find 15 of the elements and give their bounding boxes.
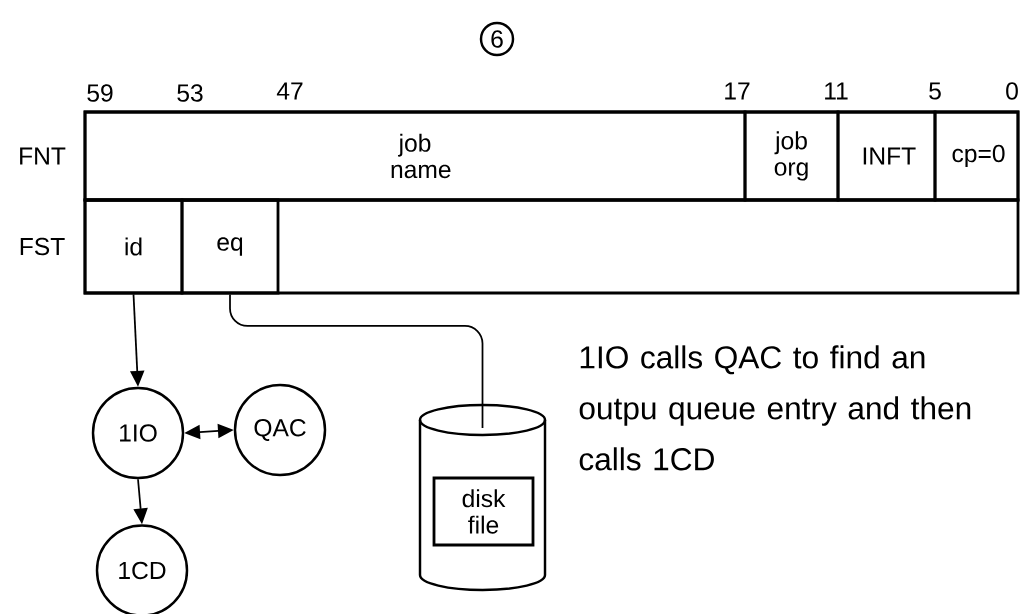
table-cell: job org bbox=[743, 110, 840, 202]
bit-number: 5 bbox=[929, 82, 941, 100]
bit-number: 17 bbox=[725, 82, 750, 100]
table-cell: id bbox=[83, 198, 184, 295]
bit-number: 11 bbox=[825, 82, 848, 100]
note-text: 1IO calls QAC to find an outpu queue entry and then calls 1CD bbox=[579, 345, 971, 471]
table-cell: INFT bbox=[836, 110, 937, 202]
node-label: FNT bbox=[20, 147, 66, 165]
disk-cylinder bbox=[418, 403, 547, 592]
table-cell: eq bbox=[180, 198, 280, 295]
table-cell: disk file bbox=[432, 476, 535, 547]
bit-number: 0 bbox=[1006, 82, 1018, 100]
node-label: FST bbox=[20, 237, 65, 256]
table-cell: job name bbox=[83, 110, 747, 202]
table-cell: cp=0 bbox=[933, 110, 1020, 202]
